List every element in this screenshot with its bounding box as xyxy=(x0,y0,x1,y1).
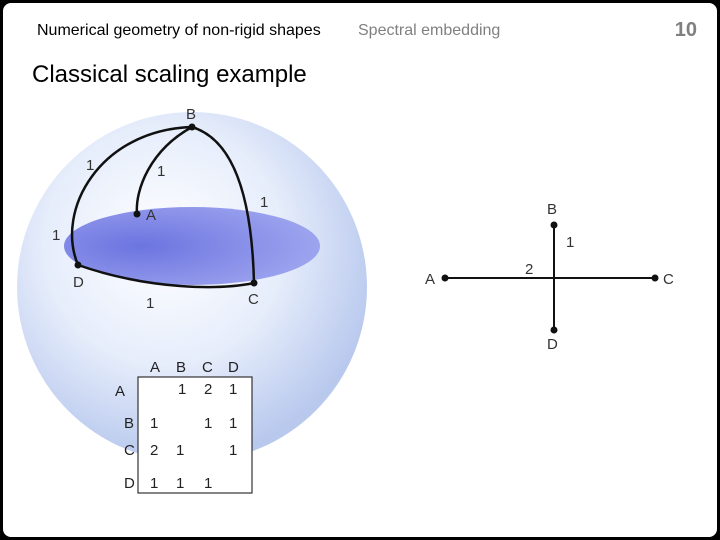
matrix-row-label: C xyxy=(124,442,135,459)
emb-edge-label: 1 xyxy=(566,234,574,251)
arc-b-a xyxy=(135,125,193,215)
emb-label-b: B xyxy=(547,201,557,218)
arc-d-c xyxy=(77,263,255,289)
matrix-frame xyxy=(137,376,253,494)
point-b xyxy=(188,123,196,131)
edge-label: 1 xyxy=(86,157,94,174)
matrix-cell: 1 xyxy=(150,475,158,492)
matrix-cell: 1 xyxy=(150,415,158,432)
matrix-cell: 1 xyxy=(178,381,186,398)
arc-b-c xyxy=(191,125,256,284)
label-b: B xyxy=(186,106,196,123)
matrix-row-label: D xyxy=(124,475,135,492)
label-d: D xyxy=(73,274,84,291)
emb-edge-label: 2 xyxy=(525,261,533,278)
label-a: A xyxy=(146,207,156,224)
matrix-cell: 2 xyxy=(204,381,212,398)
emb-point-c xyxy=(651,274,659,282)
point-a xyxy=(133,210,141,218)
point-d xyxy=(74,261,82,269)
page-number: 10 xyxy=(674,19,697,41)
emb-label-c: C xyxy=(663,271,674,288)
emb-label-a: A xyxy=(425,271,435,288)
matrix-col-header: C xyxy=(202,359,213,376)
emb-point-d xyxy=(550,326,558,334)
matrix-col-header: A xyxy=(150,359,160,376)
matrix-row-label: B xyxy=(124,415,134,432)
matrix-cell: 2 xyxy=(150,442,158,459)
edge-label: 1 xyxy=(157,163,165,180)
emb-point-b xyxy=(550,221,558,229)
course-title: Numerical geometry of non-rigid shapes xyxy=(37,22,321,39)
arc-b-d xyxy=(70,125,193,266)
matrix-cell: 1 xyxy=(204,415,212,432)
matrix-cell: 1 xyxy=(176,442,184,459)
section-title: Spectral embedding xyxy=(358,22,501,39)
matrix-cell: 1 xyxy=(229,415,237,432)
label-c: C xyxy=(248,291,259,308)
slide-title: Classical scaling example xyxy=(32,61,307,88)
emb-label-d: D xyxy=(547,336,558,353)
matrix-row-label: A xyxy=(115,383,125,400)
matrix-cell: 1 xyxy=(176,475,184,492)
point-c xyxy=(250,279,258,287)
matrix-col-headers: A B C D xyxy=(150,359,239,376)
equator-disc xyxy=(64,207,320,285)
matrix-cell: 1 xyxy=(229,442,237,459)
edge-label: 1 xyxy=(260,194,268,211)
matrix-cell: 1 xyxy=(229,381,237,398)
matrix-col-header: B xyxy=(176,359,186,376)
edge-label: 1 xyxy=(146,295,154,312)
matrix-cell: 1 xyxy=(204,475,212,492)
matrix-col-header: D xyxy=(228,359,239,376)
edge-label: 1 xyxy=(52,227,60,244)
emb-point-a xyxy=(441,274,449,282)
